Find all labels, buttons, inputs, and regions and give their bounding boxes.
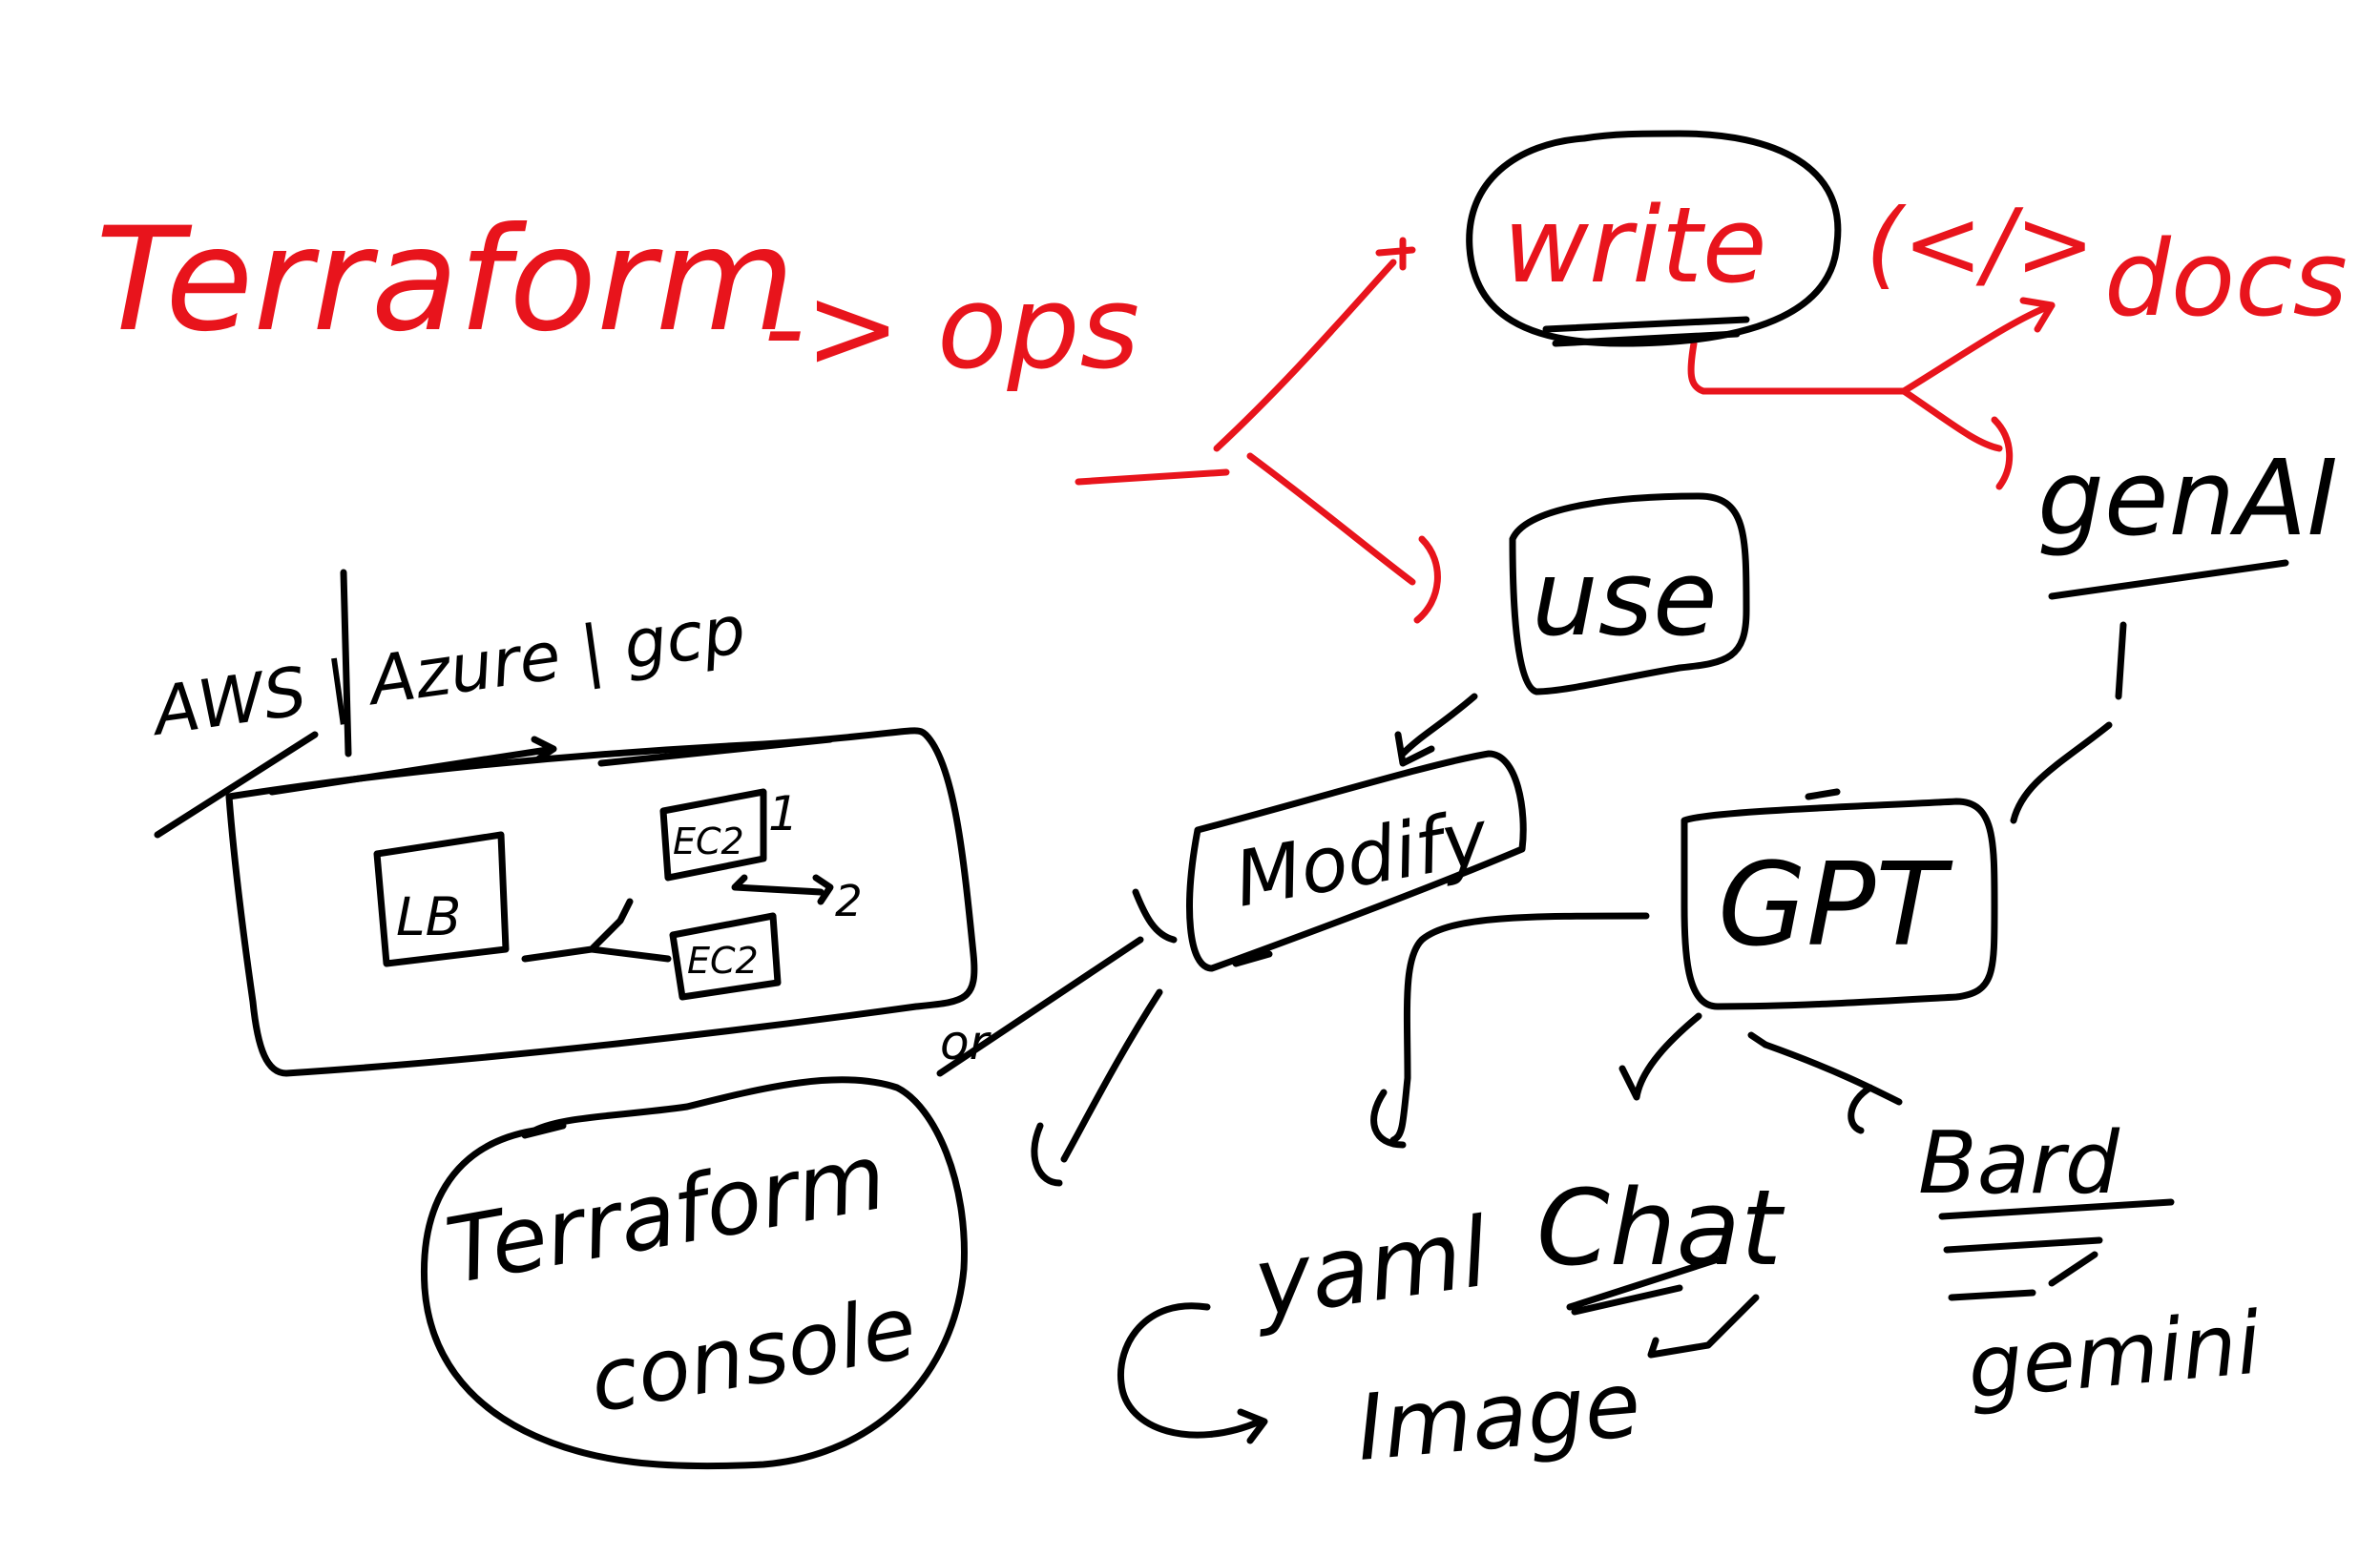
label-ec2-bottom: EC2 xyxy=(687,940,759,982)
ec2-link xyxy=(731,874,825,896)
genai-underline xyxy=(2048,559,2289,600)
chat-check xyxy=(1647,1294,1760,1359)
label-gemini: gemini xyxy=(1964,1294,2265,1419)
chat-underline xyxy=(1566,1256,1722,1316)
use-to-modify xyxy=(1394,693,1478,767)
use-box xyxy=(1509,492,1750,695)
arrowhead-docs xyxy=(2019,297,2056,333)
label-docs: docs xyxy=(2104,218,2348,340)
label-lb: LB xyxy=(396,886,461,947)
cloud-top-line xyxy=(597,736,834,767)
branch-to-write xyxy=(1213,259,1397,452)
gpt-bard-tick xyxy=(1747,1031,1769,1048)
gpt-to-bard xyxy=(1762,1041,1903,1134)
label-console: console xyxy=(583,1277,924,1433)
label-gpt: GPT xyxy=(1718,840,1953,972)
write-stem xyxy=(1687,340,1908,395)
label-image: Image xyxy=(1352,1352,1644,1482)
lb-connector xyxy=(521,898,672,963)
label-write: write xyxy=(1503,184,1767,306)
aws-divider xyxy=(340,569,352,758)
write-underline xyxy=(1542,316,1750,347)
bard-underline xyxy=(1938,1198,2175,1254)
ec2-top-box xyxy=(659,788,767,882)
gpt-to-chat xyxy=(1618,1012,1702,1101)
genai-to-gpt xyxy=(2010,721,2113,824)
console-ellipse xyxy=(420,1076,968,1470)
title-terraform: Terraform xyxy=(95,197,795,363)
cloud-top-arrow xyxy=(268,736,557,796)
ec2-bottom-box xyxy=(669,912,782,1001)
label-or: or xyxy=(940,1015,992,1070)
console-top-tick xyxy=(521,1122,567,1139)
label-genai: genAI xyxy=(2037,437,2338,559)
write-ellipse xyxy=(1466,130,1842,347)
lb-box xyxy=(373,831,510,967)
red-connectors xyxy=(1075,237,2056,624)
label-clouds: AWS | Azure | gcp xyxy=(145,591,750,752)
arrowhead-write xyxy=(1375,237,1416,271)
ec2-link-arrow xyxy=(812,874,834,905)
label-bard: Bard xyxy=(1918,1113,2120,1214)
label-yaml: yaml xyxy=(1244,1196,1495,1339)
gpt-top-tick xyxy=(1805,788,1841,800)
modify-left-hook xyxy=(1132,888,1178,944)
branch-to-use xyxy=(1246,452,1416,586)
genai-down-line xyxy=(2115,621,2127,700)
ops-stem-line xyxy=(1075,468,1230,486)
label-num-2: 2 xyxy=(835,876,863,926)
gpt-to-yaml xyxy=(1389,912,1650,1144)
aws-underline xyxy=(154,731,319,839)
branch-to-genai xyxy=(1900,387,2003,452)
cloud-box xyxy=(225,727,978,1077)
branch-to-docs xyxy=(1900,301,2056,395)
gpt-box xyxy=(1681,798,1998,1010)
black-shapes xyxy=(154,130,2289,1470)
console-to-modify xyxy=(936,936,1144,1077)
modify-box xyxy=(1186,750,1527,972)
yaml-hook xyxy=(1370,1089,1407,1149)
label-console-terraform: Terraform xyxy=(439,1125,893,1305)
modify-bottom-tick xyxy=(1232,950,1273,967)
yaml-to-image xyxy=(1117,1302,1268,1444)
label-chat: Chat xyxy=(1536,1167,1785,1289)
bard-check xyxy=(1948,1251,2098,1301)
modify-to-left xyxy=(1031,988,1163,1187)
label-use: use xyxy=(1532,537,1718,659)
label-num-1: 1 xyxy=(768,786,799,841)
arrowhead-genai xyxy=(1991,416,2014,490)
arrowhead-use xyxy=(1413,535,1441,624)
label-code: (</> xyxy=(1866,188,2095,300)
label-ops: -> ops xyxy=(763,262,1139,395)
label-ec2-top: EC2 xyxy=(673,820,744,862)
